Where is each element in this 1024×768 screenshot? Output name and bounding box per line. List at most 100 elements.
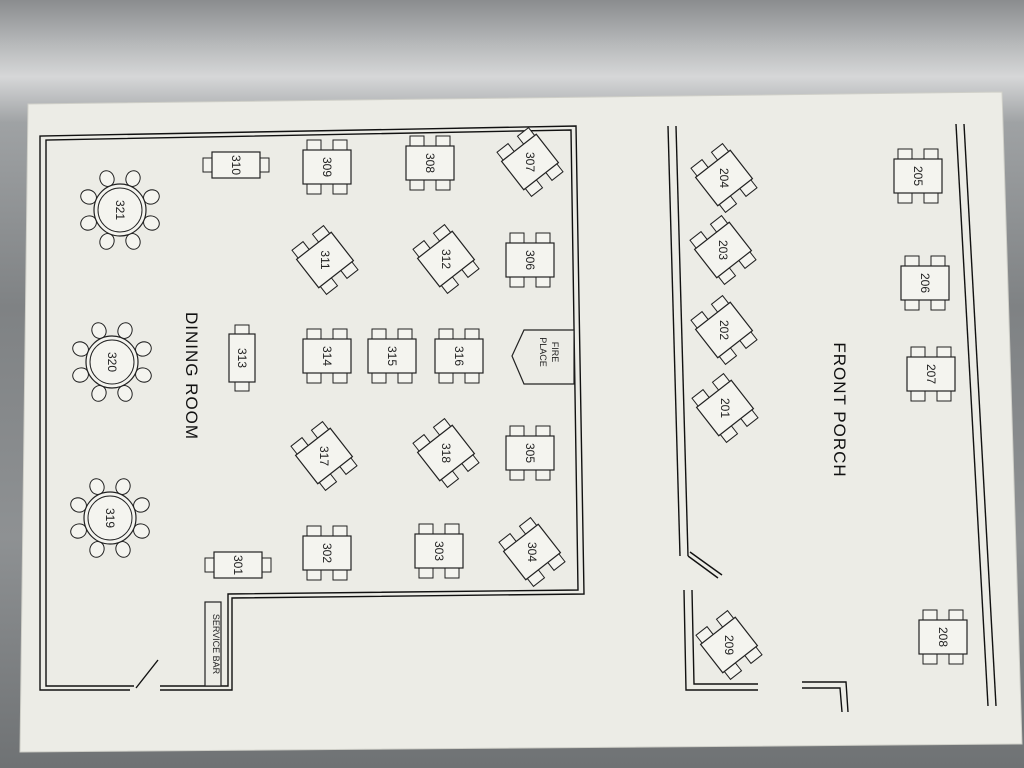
table-top: [414, 533, 464, 569]
chair: [371, 328, 387, 341]
table-number: 206: [918, 273, 932, 293]
fireplace-label-2: PLACE: [538, 337, 548, 367]
chair: [930, 298, 946, 311]
table-body: [496, 126, 564, 198]
table-303[interactable]: 303: [414, 523, 464, 579]
table-top: [294, 427, 354, 485]
table-number: 209: [722, 635, 736, 655]
chair: [306, 139, 322, 152]
table-314[interactable]: 314: [302, 328, 352, 384]
chair: [332, 525, 348, 538]
table-top: [83, 491, 137, 545]
table-top: [213, 551, 263, 579]
table-315[interactable]: 315: [367, 328, 417, 384]
chair: [435, 135, 451, 148]
table-top: [302, 149, 352, 185]
chair: [535, 275, 551, 288]
table-208[interactable]: 208: [918, 609, 968, 665]
table-number: 314: [320, 346, 334, 366]
fireplace-label-1: FIRE: [550, 342, 560, 363]
chair: [438, 371, 454, 384]
dining-room-label: DINING ROOM: [182, 312, 201, 440]
chair: [306, 371, 322, 384]
table-rim: [87, 495, 133, 541]
chair: [509, 275, 525, 288]
table-309[interactable]: 309: [302, 139, 352, 195]
table-top: [693, 221, 753, 279]
table-302[interactable]: 302: [302, 525, 352, 581]
table-body: [202, 151, 270, 179]
table-top: [500, 133, 560, 191]
table-body: [498, 516, 566, 588]
chair: [910, 346, 926, 359]
chair: [897, 191, 913, 204]
table-top: [93, 183, 147, 237]
chair: [948, 609, 964, 622]
table-top: [699, 616, 759, 674]
table-body: [690, 294, 758, 366]
table-207[interactable]: 207: [906, 346, 956, 402]
table-204[interactable]: 204: [689, 142, 758, 214]
chair: [332, 328, 348, 341]
table-number: 303: [432, 541, 446, 561]
chair: [936, 389, 952, 402]
table-316[interactable]: 316: [434, 328, 484, 384]
table-317[interactable]: 317: [289, 420, 358, 492]
chair: [509, 468, 525, 481]
table-202[interactable]: 202: [689, 294, 758, 366]
table-307[interactable]: 307: [495, 126, 564, 198]
table-311[interactable]: 311: [290, 224, 359, 296]
chair: [418, 523, 434, 536]
table-number: 208: [936, 627, 950, 647]
table-top: [302, 338, 352, 374]
chair: [409, 178, 425, 191]
table-304[interactable]: 304: [497, 516, 566, 588]
table-top: [694, 149, 754, 207]
table-top: [505, 242, 555, 278]
chair: [397, 328, 413, 341]
table-310[interactable]: 310: [202, 151, 270, 179]
table-number: 318: [439, 443, 453, 463]
table-305[interactable]: 305: [505, 425, 555, 481]
table-number: 317: [317, 446, 331, 466]
table-number: 316: [452, 346, 466, 366]
table-201[interactable]: 201: [690, 372, 759, 444]
table-number: 304: [525, 542, 539, 562]
chair: [922, 609, 938, 622]
table-209[interactable]: 209: [694, 609, 763, 681]
table-body: [691, 372, 759, 444]
table-205[interactable]: 205: [893, 148, 943, 204]
table-number: 301: [231, 555, 245, 575]
table-body: [228, 324, 256, 392]
chair: [306, 525, 322, 538]
table-318[interactable]: 318: [411, 417, 480, 489]
chair: [464, 328, 480, 341]
chair: [306, 568, 322, 581]
table-203[interactable]: 203: [688, 214, 757, 286]
table-top: [900, 265, 950, 301]
table-number: 302: [320, 543, 334, 563]
table-321[interactable]: 321: [79, 169, 162, 252]
table-320[interactable]: 320: [71, 321, 154, 404]
table-306[interactable]: 306: [505, 232, 555, 288]
table-319[interactable]: 319: [69, 477, 152, 560]
chair: [332, 568, 348, 581]
table-body: [291, 224, 359, 296]
table-number: 305: [523, 443, 537, 463]
paper-card: [19, 91, 1023, 753]
table-top: [416, 424, 476, 482]
table-313[interactable]: 313: [228, 324, 256, 392]
table-308[interactable]: 308: [405, 135, 455, 191]
chair: [930, 255, 946, 268]
table-top: [434, 338, 484, 374]
table-number: 313: [235, 348, 249, 368]
chair: [910, 389, 926, 402]
table-body: [412, 223, 480, 295]
tables-layer: 321 320 319 310 309 308 307 311 312 306 313 314 315 3…: [69, 126, 968, 681]
table-301[interactable]: 301: [204, 551, 272, 579]
table-206[interactable]: 206: [900, 255, 950, 311]
table-top: [694, 301, 754, 359]
chair: [948, 652, 964, 665]
table-312[interactable]: 312: [411, 223, 480, 295]
